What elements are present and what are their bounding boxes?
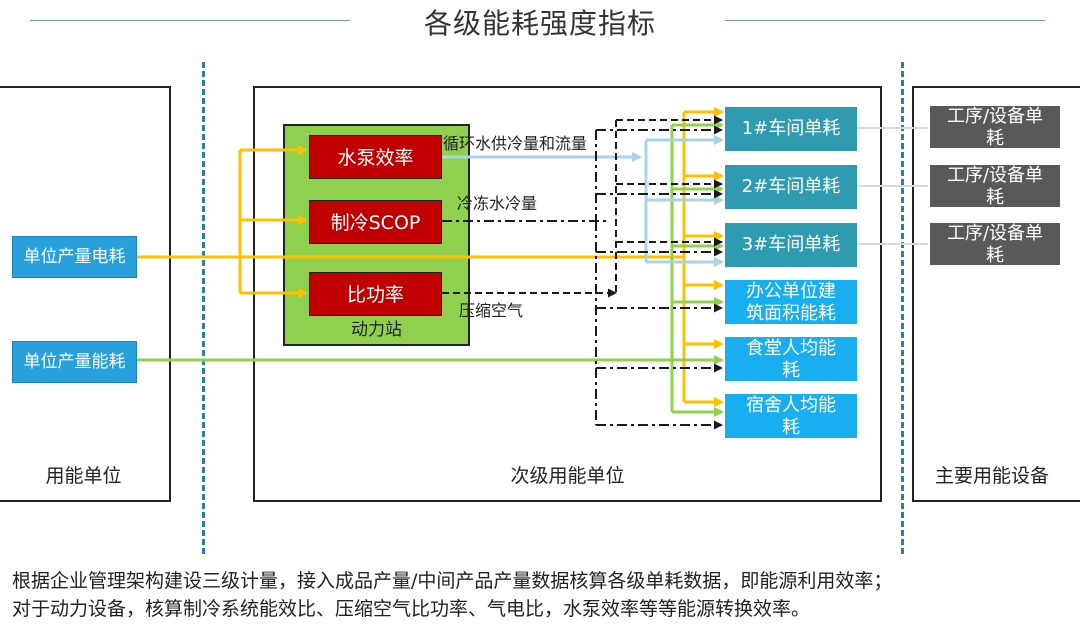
canteen-line-2: 耗	[782, 360, 800, 381]
equipment-2-line-2: 耗	[986, 187, 1004, 208]
equipment-1-line-1: 工序/设备单	[946, 106, 1044, 127]
title-line-left	[30, 20, 350, 21]
yellow-distribution-arrows	[240, 107, 724, 407]
office-line-2: 筑面积能耗	[746, 303, 836, 324]
office-area-consumption: 办公单位建 筑面积能耗	[725, 280, 857, 324]
dashed-compressed-air-arrows	[442, 115, 723, 298]
dashed-cooling-arrows	[442, 125, 723, 430]
lightblue-water-arrows	[442, 135, 724, 267]
equipment-1-line-2: 耗	[986, 128, 1004, 149]
section-label-main-equipment: 主要用能设备	[934, 465, 1049, 487]
equipment-connectors	[857, 127, 928, 245]
dormitory-per-capita-consumption: 宿舍人均能 耗	[725, 394, 857, 438]
dormitory-line-2: 耗	[782, 417, 800, 438]
equipment-consumption-1: 工序/设备单 耗	[930, 106, 1060, 149]
office-line-1: 办公单位建	[746, 281, 836, 302]
divider-right	[901, 62, 904, 554]
equipment-3-line-2: 耗	[986, 245, 1004, 266]
equipment-2-line-1: 工序/设备单	[946, 165, 1044, 186]
specific-power: 比功率	[309, 272, 442, 316]
green-distribution-arrows	[137, 120, 724, 417]
flow-label-compressed-air: 压缩空气	[459, 301, 524, 320]
flow-label-chilled-water: 冷冻水冷量	[457, 194, 538, 213]
footer-line-1: 根据企业管理架构建设三级计量，接入成品产量/中间产品产量数据核算各级单耗数据，即…	[12, 570, 893, 592]
footer-line-2: 对于动力设备，核算制冷系统能效比、压缩空气比功率、气电比，水泵效率等等能源转换效…	[12, 598, 811, 620]
section-label-secondary-unit: 次级用能单位	[510, 465, 625, 487]
canteen-line-1: 食堂人均能	[746, 338, 836, 359]
equipment-consumption-3: 工序/设备单 耗	[930, 223, 1060, 266]
workshop-3-consumption: 3#车间单耗	[725, 223, 857, 267]
yellow-station-arrows	[137, 145, 308, 298]
divider-left	[202, 62, 205, 554]
dormitory-line-1: 宿舍人均能	[746, 395, 836, 416]
page-title: 各级能耗强度指标	[423, 7, 656, 40]
canteen-per-capita-consumption: 食堂人均能 耗	[725, 337, 857, 381]
unit-energy-consumption: 单位产量能耗	[12, 341, 137, 383]
power-station-label: 动力站	[351, 320, 402, 340]
flow-label-circulating-water: 循环水供冷量和流量	[443, 134, 588, 153]
workshop-2-consumption: 2#车间单耗	[725, 165, 857, 209]
equipment-3-line-1: 工序/设备单	[946, 223, 1044, 244]
title-line-right	[725, 20, 1045, 21]
pump-efficiency: 水泵效率	[309, 135, 442, 179]
section-energy-unit: 用能单位	[0, 86, 171, 502]
equipment-consumption-2: 工序/设备单 耗	[930, 165, 1060, 208]
section-main-equipment: 主要用能设备	[912, 86, 1080, 502]
workshop-1-consumption: 1#车间单耗	[725, 107, 857, 151]
cooling-scop: 制冷SCOP	[309, 200, 442, 244]
unit-electricity-consumption: 单位产量电耗	[12, 236, 137, 278]
section-label-energy-unit: 用能单位	[45, 465, 122, 487]
